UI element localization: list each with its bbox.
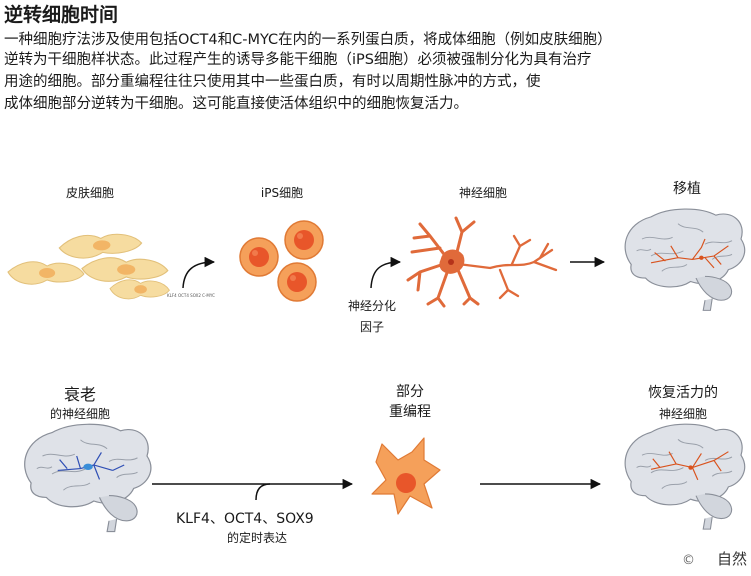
label-timed-expression: 的定时表达 [226, 531, 287, 545]
label-aged-2: 的神经细胞 [49, 407, 110, 421]
neuron-illustration [406, 216, 558, 308]
transplant-brain-illustration [624, 208, 746, 311]
label-ips-cells: iPS细胞 [260, 186, 304, 200]
label-partial-2: 重编程 [389, 404, 431, 420]
rejuvenated-brain-illustration [624, 423, 746, 530]
label-neurons: 神经细胞 [458, 186, 507, 200]
skin-cells-illustration [7, 230, 170, 300]
arrow-ips-to-neuron [370, 256, 402, 289]
partial-reprogrammed-cell-illustration [371, 437, 441, 515]
intro-line-4: 成体细胞部分逆转为干细胞。这可能直接使活体组织中的细胞恢复活力。 [4, 96, 468, 112]
label-diff-1: 神经分化 [347, 299, 396, 313]
source-label: 自然 [717, 550, 748, 568]
aged-brain-illustration [24, 423, 152, 533]
label-rejuv-2: 神经细胞 [658, 407, 707, 421]
label-transplant: 移植 [673, 181, 701, 197]
label-rejuv-1: 恢复活力的 [648, 385, 718, 401]
copyright-mark: © [682, 553, 695, 568]
label-skin-cells: 皮肤细胞 [65, 186, 114, 200]
arrow-skin-to-ips [182, 256, 216, 289]
ips-cells-illustration [239, 220, 324, 302]
intro-line-3: 用途的细胞。部分重编程往往只使用其中一些蛋白质，有时以周期性脉冲的方式，使 [4, 74, 541, 90]
label-diff-2: 因子 [359, 320, 384, 334]
label-factors: KLF4、OCT4、SOX9 [176, 511, 314, 527]
intro-line-2: 逆转为干细胞样状态。此过程产生的诱导多能干细胞（iPS细胞）必须被强制分化为具有… [4, 52, 592, 68]
arrow-hook [255, 483, 271, 501]
label-aged-1: 衰老 [63, 385, 96, 404]
page-title: 逆转细胞时间 [4, 4, 119, 26]
label-partial-1: 部分 [396, 384, 424, 400]
label-factors-small: KLF4 OCT4 SOX2 C-MYC [167, 293, 215, 298]
intro-line-1: 一种细胞疗法涉及使用包括OCT4和C-MYC在内的一系列蛋白质，将成体细胞（例如… [4, 32, 612, 48]
